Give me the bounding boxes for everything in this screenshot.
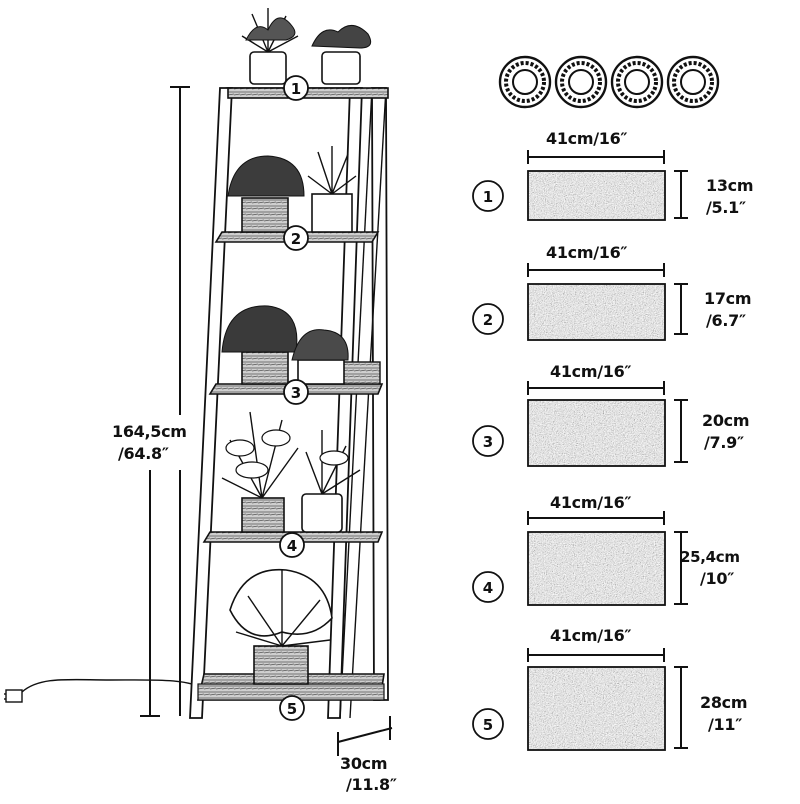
shelf-1-height-imperial: /5.1″ [706,198,746,217]
total-height-metric: 164,5cm [112,422,187,441]
plant-shelf-3 [221,305,349,385]
shelf-2-board [528,284,665,340]
svg-text:4: 4 [287,537,297,555]
ladder-shelf-illustration: 1 2 3 4 5 [189,8,389,721]
foot-icon [666,55,720,109]
plant-shelf-1-right [311,25,372,85]
shelf-callout-2: 2 [283,225,309,251]
shelf-callout-1: 1 [283,75,309,101]
shelf-dimension-panel-5: 41cm/16″ 5 28cm /11″ [472,626,748,751]
shelf-3-number: 3 [483,433,493,451]
depth-dimension: 30cm /11.8″ [337,716,397,794]
svg-text:3: 3 [291,384,301,402]
shelf-4-board [528,532,665,605]
plant-shelf-4 [221,411,361,533]
shelf-2-number: 2 [483,311,493,329]
shelf-2-width: 41cm/16″ [546,243,627,262]
shelf-3-board [528,400,665,466]
shelf-4-height-imperial: /10″ [700,569,734,588]
shelf-3-number-badge [472,425,504,457]
shelf-2-height-imperial: /6.7″ [706,311,746,330]
shelf-callout-4: 4 [279,532,305,558]
shelf-dimension-panel-2: 41cm/16″ 2 17cm /6.7″ [472,243,752,341]
shelf-1-board [528,171,665,220]
shelf-5-board [528,667,665,750]
left-leg [189,87,233,719]
svg-text:1: 1 [291,80,301,98]
shelf-3-height-imperial: /7.9″ [704,433,744,452]
shelf-4-height-metric: 25,4cm [680,548,740,566]
cord-path [21,678,206,693]
power-cord [4,678,206,703]
depth-imperial: /11.8″ [346,775,397,794]
svg-text:5: 5 [287,700,297,718]
shelf-callout-5: 5 [279,695,305,721]
foot-icon [610,55,664,109]
svg-text:2: 2 [291,230,301,248]
shelf-3-height-metric: 20cm [702,411,749,430]
depth-metric: 30cm [340,754,387,773]
shelf-4-width: 41cm/16″ [550,493,631,512]
shelf-5-height-imperial: /11″ [708,715,742,734]
total-height-imperial: /64.8″ [118,444,169,463]
shelf-1-height-metric: 13cm [706,176,753,195]
shelf-4-number: 4 [483,579,493,597]
shelf-2-number-badge [472,303,504,335]
shelf-5-height-metric: 28cm [700,693,747,712]
shelf-1-width: 41cm/16″ [546,129,627,148]
plug-icon [5,689,23,703]
shelf-1-number: 1 [483,188,493,206]
right-leg-edge [339,87,373,719]
shelf-3-width: 41cm/16″ [550,362,631,381]
leveling-feet [498,55,720,109]
shelf-2-height-metric: 17cm [704,289,751,308]
foot-icon [554,55,608,109]
shelf-dimension-panel-4: 41cm/16″ 4 25,4cm /10″ [472,493,740,606]
shelf-5-width: 41cm/16″ [550,626,631,645]
shelf-dimension-panel-3: 41cm/16″ 3 20cm /7.9″ [472,362,750,467]
shelf-dimension-panel-1: 41cm/16″ 1 13cm /5.1″ [472,129,754,221]
plant-shelf-2 [227,146,357,233]
shelf-board-5 [196,673,385,701]
plant-shelf-1-left [241,8,299,85]
shelf-1-number-badge [472,180,504,212]
shelf-5-number-badge [472,708,504,740]
shelf-callout-3: 3 [283,379,309,405]
foot-icon [498,55,552,109]
plant-shelf-5 [229,568,333,685]
shelf-5-number: 5 [483,716,493,734]
depth-line [337,727,393,743]
shelf-4-number-badge [472,571,504,603]
total-height-dimension: 164,5cm /64.8″ [112,86,190,717]
